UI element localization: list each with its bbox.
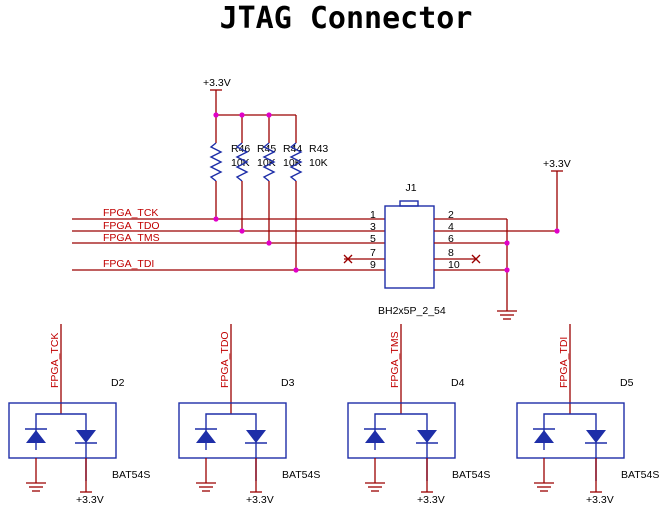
diode-d4: FPGA_TMS D4 BAT54S +3.3V xyxy=(347,324,490,506)
diode-part: BAT54S xyxy=(621,469,659,481)
pin-number: 5 xyxy=(370,233,376,245)
pin-number: 7 xyxy=(370,247,376,259)
diode-net-label: FPGA_TDO xyxy=(219,331,231,388)
diode-net-label: FPGA_TCK xyxy=(49,333,61,388)
page-title: JTAG Connector xyxy=(220,1,473,36)
pin-number: 3 xyxy=(370,221,376,233)
connector-j1: J1 BH2x5P_2_54 1 3 5 7 9 2 4 6 8 10 xyxy=(370,182,460,317)
resistor-r43: R43 10K xyxy=(289,115,328,270)
diode-ref: D2 xyxy=(111,377,125,389)
diode-part: BAT54S xyxy=(282,469,320,481)
connector-footprint: BH2x5P_2_54 xyxy=(378,305,446,317)
resistor-value: 10K xyxy=(309,157,328,169)
power-symbol-right: +3.3V xyxy=(543,158,571,172)
pin-number: 1 xyxy=(370,209,376,221)
diode-part: BAT54S xyxy=(452,469,490,481)
resistor-r46: R46 10K xyxy=(209,115,250,219)
diode-d2: FPGA_TCK D2 BAT54S +3.3V xyxy=(8,324,150,506)
pin-number: 2 xyxy=(448,209,454,221)
junctions xyxy=(213,112,560,273)
no-connect-pin7 xyxy=(343,254,353,264)
power-label: +3.3V xyxy=(543,158,571,170)
power-label: +3.3V xyxy=(76,494,104,506)
net-label-tck: FPGA_TCK xyxy=(103,207,158,219)
resistor-ref: R44 xyxy=(283,143,302,155)
power-symbol-top: +3.3V xyxy=(203,77,231,115)
net-label-tms: FPGA_TMS xyxy=(103,232,160,244)
diode-part: BAT54S xyxy=(112,469,150,481)
power-label: +3.3V xyxy=(417,494,445,506)
resistor-ref: R43 xyxy=(309,143,328,155)
diode-net-label: FPGA_TMS xyxy=(389,331,401,388)
diode-ref: D3 xyxy=(281,377,295,389)
pin-number: 8 xyxy=(448,247,454,259)
diode-net-label: FPGA_TDI xyxy=(558,337,570,388)
diode-ref: D4 xyxy=(451,377,465,389)
power-label: +3.3V xyxy=(586,494,614,506)
diode-d5: FPGA_TDI D5 BAT54S +3.3V xyxy=(516,324,659,506)
diode-ref: D5 xyxy=(620,377,634,389)
resistor-r44: R44 10K xyxy=(262,115,302,243)
net-label-tdi: FPGA_TDI xyxy=(103,258,154,270)
ground-symbol-connector xyxy=(497,310,517,320)
diode-d3: FPGA_TDO D3 BAT54S +3.3V xyxy=(178,324,320,506)
pin-number: 9 xyxy=(370,259,376,271)
power-label: +3.3V xyxy=(246,494,274,506)
pin-number: 6 xyxy=(448,233,454,245)
pin-number: 4 xyxy=(448,221,454,233)
power-label: +3.3V xyxy=(203,77,231,89)
net-label-tdo: FPGA_TDO xyxy=(103,220,160,232)
connector-ref: J1 xyxy=(405,182,416,194)
resistor-value: 10K xyxy=(231,157,250,169)
pin-number: 10 xyxy=(448,259,460,271)
